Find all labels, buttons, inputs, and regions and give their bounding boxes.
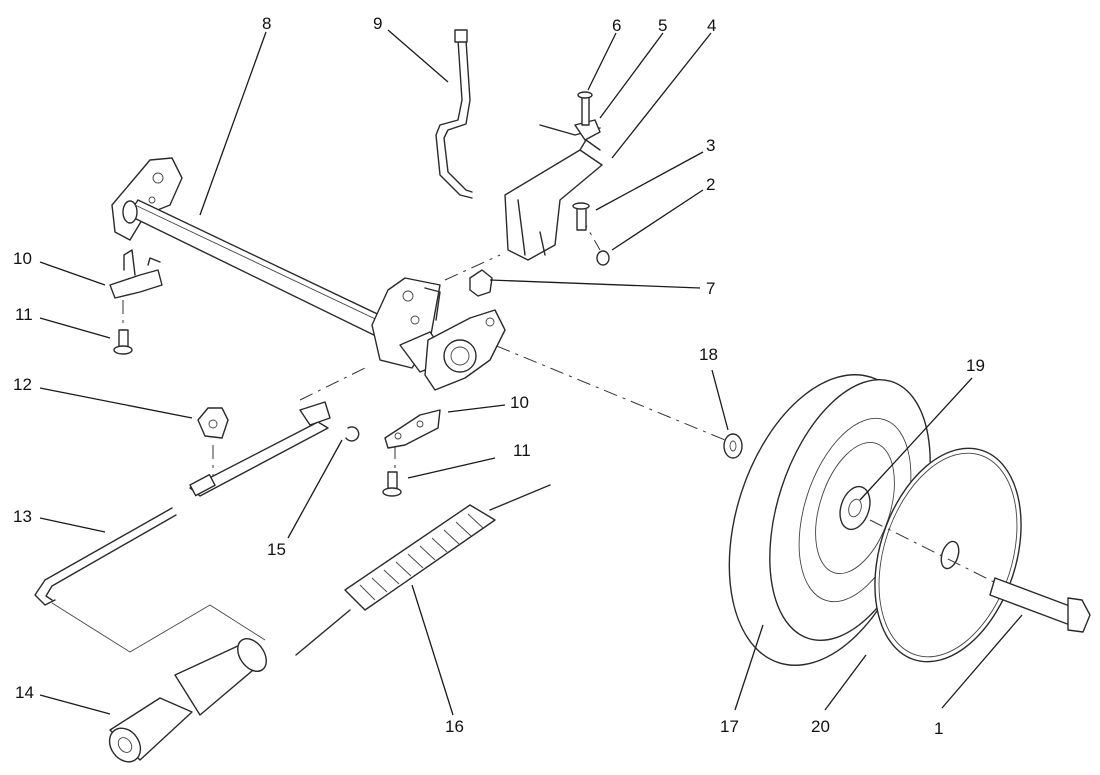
callout-19: 19: [966, 356, 985, 375]
link-rod: [189, 401, 360, 497]
callout-5: 5: [658, 16, 667, 35]
callout-3: 3: [706, 136, 715, 155]
callout-17: 17: [720, 717, 739, 736]
bolt-and-nut-parts-2-3: [572, 202, 610, 266]
callout-labels: 1 2 3 4 5 6 7 8 9 10 10 11 11 12 13 14 1…: [13, 14, 985, 738]
pivot-bracket-plate: [424, 309, 506, 391]
callout-10-left: 10: [13, 249, 32, 268]
callout-12: 12: [13, 375, 32, 394]
callout-8: 8: [262, 14, 271, 33]
clip-and-screw-parts-5-6: [539, 91, 601, 141]
callout-11-center: 11: [513, 441, 531, 460]
callout-18: 18: [699, 345, 718, 364]
bent-rod-part-13: [34, 507, 266, 653]
callout-10-center: 10: [510, 393, 529, 412]
callout-1: 1: [934, 719, 943, 738]
leader-lines: [39, 29, 1023, 716]
latch-part-12: [197, 407, 229, 439]
grip-tubes-part-14: [108, 638, 267, 763]
callout-6: 6: [612, 16, 621, 35]
callout-15: 15: [267, 540, 286, 559]
rod-part-9: [435, 29, 473, 199]
axle-shaft-part-8: [111, 157, 451, 373]
bracket-part-4: [504, 139, 603, 261]
callout-14: 14: [15, 683, 34, 702]
bracket-and-bolt-center-parts-10-11: [382, 409, 441, 497]
spring-part-16: [295, 484, 551, 656]
callout-13: 13: [13, 507, 32, 526]
nut-part-7: [469, 269, 493, 297]
bracket-and-bolt-left-parts-10-11: [109, 249, 163, 355]
callout-7: 7: [706, 279, 715, 298]
callout-20: 20: [811, 717, 830, 736]
callout-2: 2: [706, 175, 715, 194]
callout-11-left: 11: [15, 305, 33, 324]
washer-part-18: [723, 433, 743, 459]
callout-9: 9: [373, 14, 382, 33]
shoulder-bolt-part-1: [869, 519, 1091, 633]
callout-16: 16: [445, 717, 464, 736]
callout-4: 4: [707, 16, 716, 35]
